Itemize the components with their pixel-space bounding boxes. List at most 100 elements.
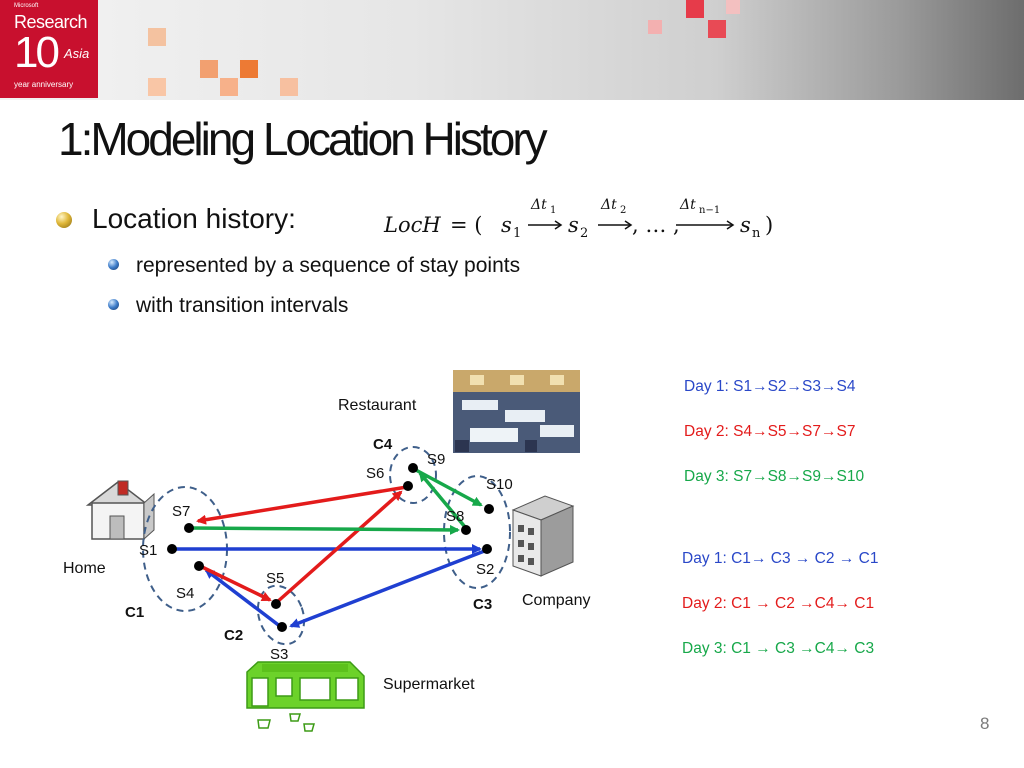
formula-arrowhead-2 — [624, 220, 633, 230]
sequence-item: C4 — [814, 640, 835, 657]
msra-logo: Microsoft Research 10 Asia year annivers… — [0, 0, 98, 98]
arrow-right-icon: → — [755, 640, 771, 657]
sequence-item: S7 — [836, 423, 856, 440]
formula-s2: s — [568, 213, 579, 237]
formula-arrowhead-1 — [554, 220, 563, 230]
label-c3: C3 — [473, 596, 492, 613]
sequence-item: S8 — [767, 468, 787, 485]
arrow-right-icon: → — [834, 595, 851, 612]
arrow-right-icon: → — [821, 468, 837, 485]
formula-tn: Δt — [679, 197, 696, 213]
sub-bullet-orb-icon — [108, 299, 119, 310]
formula-s2-sub: 2 — [580, 226, 588, 241]
day-sequence-clusters-2: Day 2: C1 → C2 →C4→ C1 — [682, 595, 874, 613]
day-label: Day 2: — [684, 423, 734, 440]
formula-equals: = ( — [450, 213, 482, 237]
stay-point-s2 — [482, 544, 492, 554]
sequence-item: C1 — [731, 595, 756, 612]
logo-research: Research — [14, 12, 88, 32]
label-s5: S5 — [266, 570, 284, 587]
bullet-orb-icon — [56, 212, 72, 228]
stay-point-s8 — [461, 525, 471, 535]
label-s1: S1 — [139, 542, 157, 559]
formula-t2: Δt — [600, 197, 617, 213]
formula-t1-sub: 1 — [550, 205, 556, 216]
formula-s1-sub: 1 — [513, 226, 521, 241]
day-label: Day 3: — [684, 468, 734, 485]
logo-number: 10 — [14, 28, 60, 77]
cluster-c4-boundary — [389, 446, 437, 504]
label-supermarket: Supermarket — [383, 676, 475, 693]
arrow-right-icon: → — [755, 595, 771, 612]
arrow-right-icon: → — [752, 468, 768, 485]
stay-point-s1 — [167, 544, 177, 554]
logo-anniversary: year anniversary — [14, 80, 74, 89]
label-c1: C1 — [125, 604, 144, 621]
sequence-item: C2 — [810, 550, 839, 567]
formula-t2-sub: 2 — [620, 205, 626, 216]
formula-arrowhead-n — [726, 220, 735, 230]
sequence-item: S7 — [733, 468, 753, 485]
label-company: Company — [522, 592, 590, 609]
sub-bullet-sequence: represented by a sequence of stay points — [136, 254, 521, 277]
formula-sn: s — [740, 213, 751, 237]
arrow-right-icon: → — [794, 550, 811, 567]
arrow-right-icon: → — [786, 468, 803, 485]
logo-region: Asia — [64, 46, 90, 61]
sequence-item: C3 — [770, 640, 800, 657]
arrow-right-icon: → — [838, 550, 855, 567]
arrow-right-icon: → — [752, 378, 768, 395]
sequence-item: C1 — [854, 550, 879, 567]
cluster-c2-boundary — [256, 584, 306, 646]
stay-point-s6 — [403, 481, 413, 491]
formula-tn-sub: n−1 — [699, 205, 720, 216]
sequence-item: S1 — [733, 378, 753, 395]
edge-s7-s8 — [189, 524, 460, 535]
sequence-item: S5 — [767, 423, 787, 440]
arrow-right-icon: → — [821, 423, 837, 440]
label-s4: S4 — [176, 585, 194, 602]
company-building-icon — [511, 495, 575, 577]
location-history-diagram: S1 S2 S3 S4 S5 S6 S7 S8 S9 S10 C1 C2 C3 … — [63, 370, 590, 732]
sub-bullet-orb-icon — [108, 259, 119, 270]
arrow-right-icon: → — [834, 640, 851, 657]
label-s9: S9 — [427, 451, 445, 468]
formula-sn-sub: n — [752, 226, 761, 241]
label-c2: C2 — [224, 627, 243, 644]
label-s2: S2 — [476, 561, 494, 578]
loch-formula: LocH = ( s 1 Δt 1 s 2 Δt 2 , … , Δt n−1 … — [383, 192, 784, 242]
supermarket-icon — [246, 661, 365, 732]
page-number: 8 — [980, 714, 990, 733]
label-s3: S3 — [270, 646, 288, 663]
edge-s3-s4 — [204, 568, 283, 629]
sequence-item: S4 — [836, 378, 856, 395]
label-c4: C4 — [373, 436, 393, 453]
cluster-c3-boundary — [443, 475, 511, 589]
label-s8: S8 — [446, 508, 464, 525]
day-label: Day 1: — [682, 550, 732, 567]
day-sequence-clusters-1: Day 1: C1→ C3 → C2 → C1 — [682, 550, 878, 568]
edge-s9-s10 — [413, 467, 483, 507]
sequence-item: C1 — [731, 550, 751, 567]
sequence-item: C3 — [850, 640, 875, 657]
edge-s2-s3 — [289, 548, 488, 628]
edge-s5-s6 — [274, 490, 403, 605]
stay-point-s10 — [484, 504, 494, 514]
formula-close-paren: ) — [765, 213, 773, 237]
sequence-item: S9 — [802, 468, 822, 485]
label-s10: S10 — [486, 476, 513, 493]
stay-point-s4 — [194, 561, 204, 571]
sequence-item: S2 — [767, 378, 787, 395]
stay-point-s9 — [408, 463, 418, 473]
label-s6: S6 — [366, 465, 384, 482]
sequence-item: C4 — [814, 595, 835, 612]
arrow-right-icon: → — [786, 423, 803, 440]
sequence-item: S7 — [802, 423, 822, 440]
header-banner — [0, 0, 1024, 100]
sequence-item: S10 — [836, 468, 865, 485]
day-sequence-stay_points-1: Day 1: S1→S2→S3→S4 — [684, 378, 855, 396]
formula-s1: s — [501, 213, 512, 237]
formula-lhs: LocH — [383, 213, 441, 237]
stay-point-s3 — [277, 622, 287, 632]
logo-brand: Microsoft — [14, 3, 39, 9]
